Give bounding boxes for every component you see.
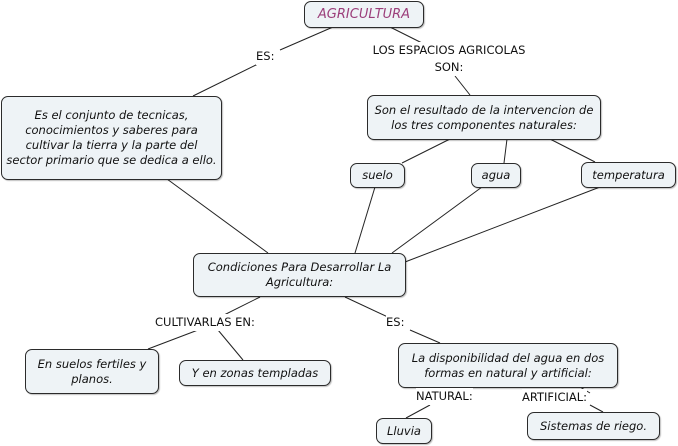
node-temperatura[interactable]: temperatura xyxy=(581,162,676,188)
node-text: Condiciones Para Desarrollar La Agricult… xyxy=(207,260,392,289)
link-label-line: LOS ESPACIOS AGRICOLAS xyxy=(372,43,526,57)
connector xyxy=(409,329,441,344)
connector xyxy=(279,26,334,51)
connector xyxy=(405,404,431,419)
node-text: Son el resultado de la intervencion de l… xyxy=(374,102,594,132)
node-zonas-templadas[interactable]: Y en zonas templadas xyxy=(179,360,331,386)
connector xyxy=(147,329,199,350)
node-text: Y en zonas templadas xyxy=(191,365,319,380)
node-suelos-fertiles[interactable]: En suelos fertiles y planos. xyxy=(25,349,159,394)
connector xyxy=(404,186,601,263)
link-label-line: SON: xyxy=(434,60,464,74)
node-text: Lluvia xyxy=(387,423,421,438)
link-label-natural: NATURAL: xyxy=(416,388,473,405)
connector xyxy=(503,138,508,164)
connector xyxy=(217,329,244,361)
connector xyxy=(354,186,376,254)
connector xyxy=(589,404,604,413)
node-text: Sistemas de riego. xyxy=(540,418,647,433)
node-text: La disponibilidad del agua en dos formas… xyxy=(411,350,605,380)
node-text: suelo xyxy=(362,168,393,182)
link-label-cultivarlas: CULTIVARLAS EN: xyxy=(155,314,255,331)
connector xyxy=(192,63,259,97)
link-label-espacios: LOS ESPACIOS AGRICOLAS SON: xyxy=(365,42,533,76)
connector xyxy=(549,138,596,163)
node-agricultura[interactable]: AGRICULTURA xyxy=(304,1,424,28)
connector xyxy=(391,186,483,254)
link-label-artificial: ARTIFICIAL: xyxy=(522,389,588,406)
node-disponibilidad[interactable]: La disponibilidad del agua en dos formas… xyxy=(398,343,618,388)
node-suelo[interactable]: suelo xyxy=(350,163,405,188)
connector xyxy=(344,296,391,319)
node-text: temperatura xyxy=(592,167,665,182)
node-text: agua xyxy=(481,168,511,182)
node-resultado[interactable]: Son el resultado de la intervencion de l… xyxy=(367,95,601,140)
link-label-es: ES: xyxy=(256,48,275,65)
connector xyxy=(221,296,261,317)
node-agua[interactable]: agua xyxy=(471,163,521,188)
node-text: En suelos fertiles y planos. xyxy=(37,356,147,386)
node-text: AGRICULTURA xyxy=(317,7,411,22)
node-riego[interactable]: Sistemas de riego. xyxy=(527,412,660,440)
node-definicion[interactable]: Es el conjunto de tecnicas, conocimiento… xyxy=(1,96,222,180)
connector xyxy=(454,75,471,96)
link-label-es-2: ES: xyxy=(386,314,405,331)
connector xyxy=(401,138,451,164)
node-lluvia[interactable]: Lluvia xyxy=(376,418,432,444)
node-text: Es el conjunto de tecnicas, conocimiento… xyxy=(6,108,217,167)
node-condiciones[interactable]: Condiciones Para Desarrollar La Agricult… xyxy=(193,253,406,297)
connector xyxy=(166,178,269,254)
